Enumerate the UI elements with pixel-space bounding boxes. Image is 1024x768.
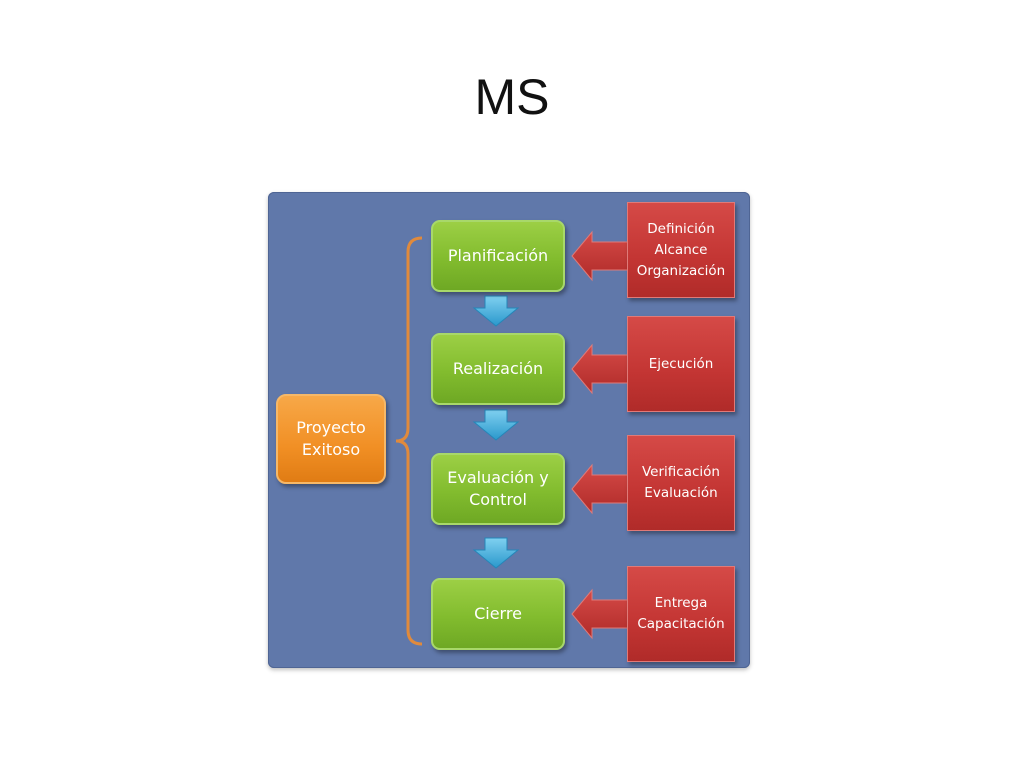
goal-box: Proyecto Exitoso (276, 394, 386, 484)
phase-box-evaluacion: Evaluación y Control (431, 453, 565, 525)
phase-box-planificacion: Planificación (431, 220, 565, 292)
slide-title: MS (474, 69, 550, 125)
phase-box-realizacion: Realización (431, 333, 565, 405)
input-box-verificacion: Verificación Evaluación (627, 435, 735, 531)
input-box-entrega: Entrega Capacitación (627, 566, 735, 662)
phase-box-cierre: Cierre (431, 578, 565, 650)
input-box-definicion: Definición Alcance Organización (627, 202, 735, 298)
input-box-ejecucion: Ejecución (627, 316, 735, 412)
